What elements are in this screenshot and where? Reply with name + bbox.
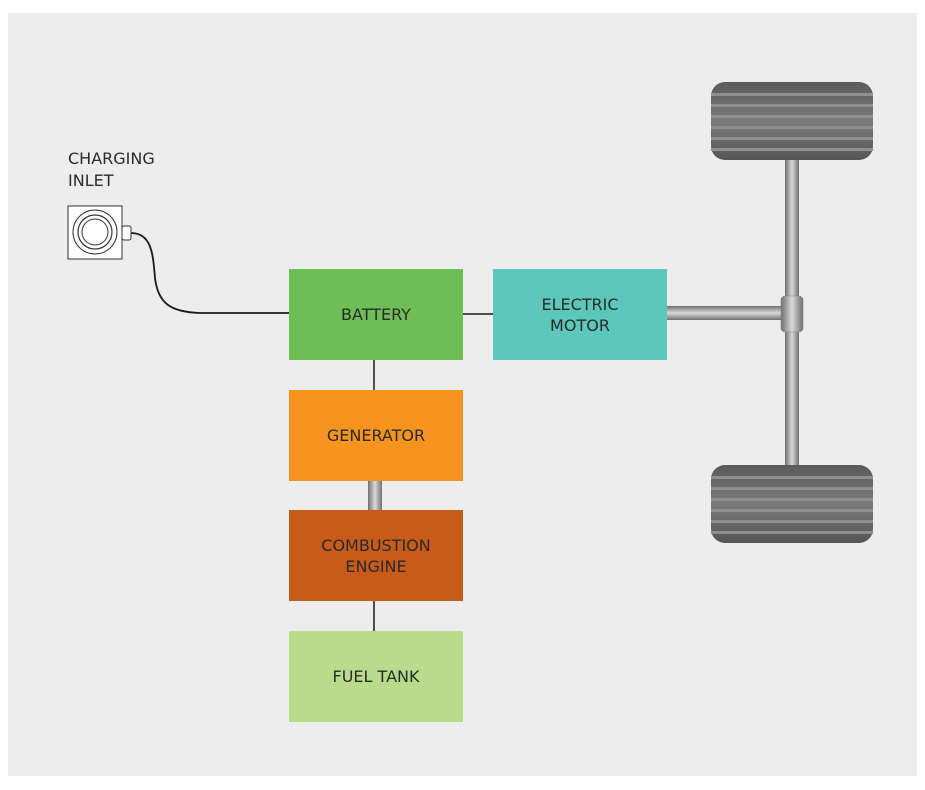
electric-motor-box: ELECTRIC MOTOR [493, 269, 667, 360]
bottom-wheel [711, 465, 873, 543]
charging-inlet-label: CHARGING INLET [68, 149, 155, 190]
motor-output-shaft [667, 306, 783, 320]
fuel-tank-box: FUEL TANK [289, 631, 463, 722]
generator-box: GENERATOR [289, 390, 463, 481]
battery-box: BATTERY [289, 269, 463, 360]
charging-inlet-icon [67, 205, 132, 260]
generator-engine-shaft [368, 481, 382, 510]
charging-cable [130, 232, 289, 314]
differential-hub [780, 295, 804, 333]
top-wheel [711, 82, 873, 160]
combustion-engine-box: COMBUSTION ENGINE [289, 510, 463, 601]
